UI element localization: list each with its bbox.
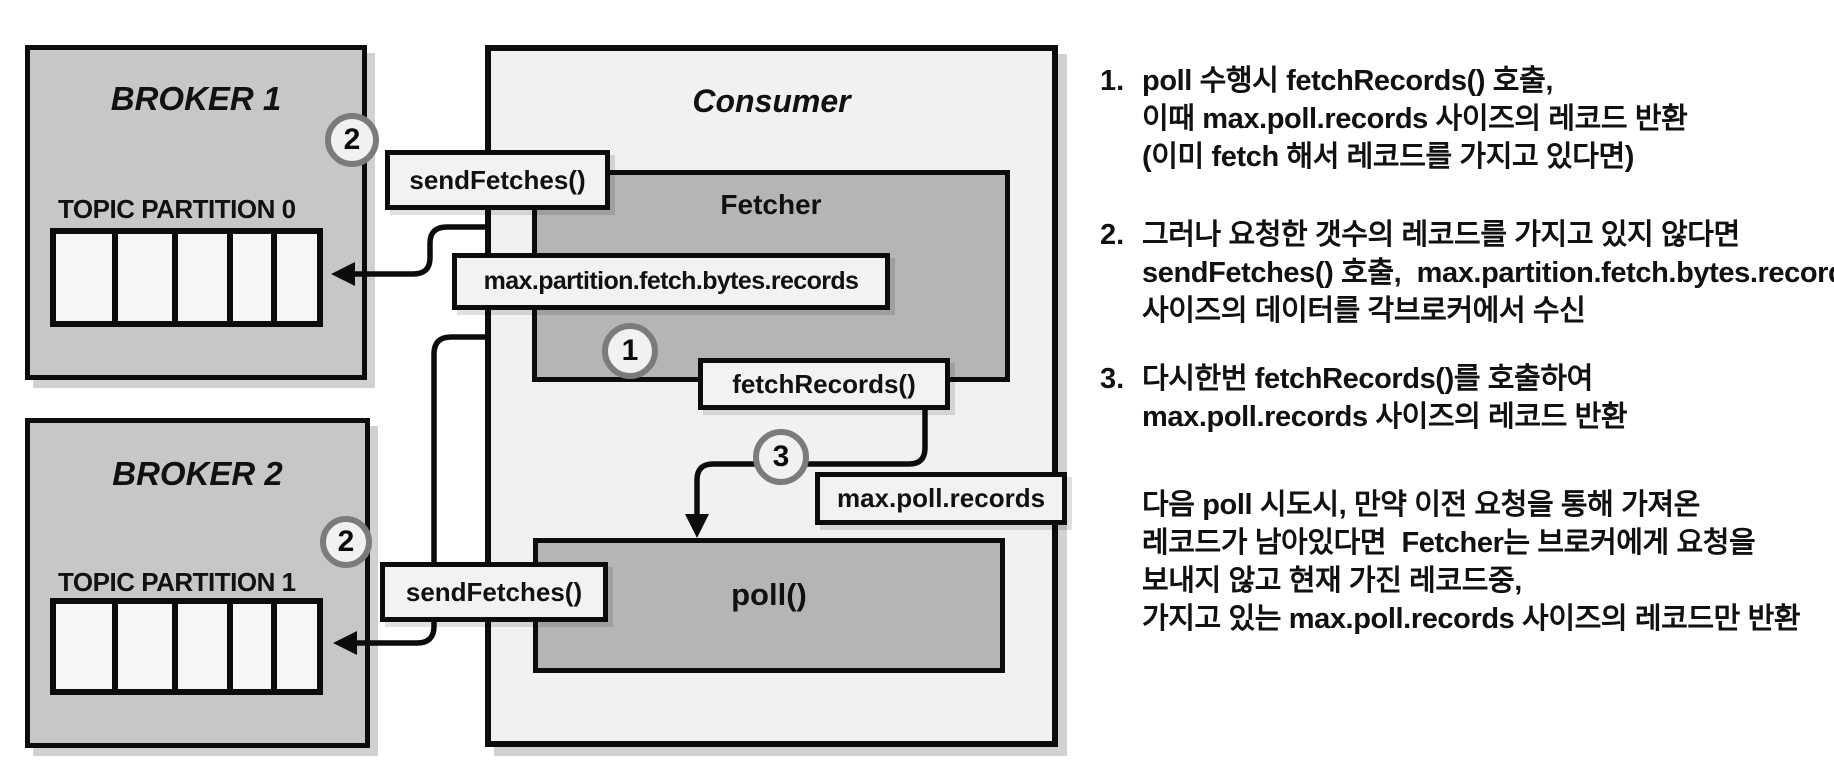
note-line: sendFetches() 호출, max.partition.fetch.by…	[1142, 257, 1834, 289]
partition-cell	[118, 234, 173, 321]
fetcher-label: Fetcher	[720, 189, 822, 220]
note-line: poll 수행시 fetchRecords() 호출,	[1142, 65, 1554, 97]
partition-cell	[277, 234, 317, 321]
partition-cell	[56, 234, 113, 321]
partition-cell	[56, 604, 113, 689]
annotation-notes: 1. poll 수행시 fetchRecords() 호출, 이때 max.po…	[1100, 62, 1834, 638]
step2-badge-broker2: 2	[320, 516, 372, 568]
fetchrecords-tag: fetchRecords()	[698, 358, 950, 410]
broker2-box: BROKER 2 TOPIC PARTITION 1	[25, 418, 370, 748]
partition-cell	[118, 604, 173, 689]
note-item-3: 3. 다시한번 fetchRecords()를 호출하여 max.poll.re…	[1100, 360, 1824, 436]
broker1-partition-row	[50, 228, 323, 327]
note-line: 다시한번 fetchRecords()를 호출하여	[1142, 363, 1593, 395]
step1-badge: 1	[602, 323, 658, 379]
max-partition-fetch-tag: max.partition.fetch.bytes.records	[452, 253, 890, 310]
broker2-title: BROKER 2	[112, 455, 283, 492]
partition-cell	[232, 604, 272, 689]
note-number: 1.	[1100, 65, 1125, 97]
broker2-partition-row	[50, 598, 323, 695]
note-number: 3.	[1100, 363, 1125, 395]
note-line: max.poll.records 사이즈의 레코드 반환	[1142, 401, 1628, 433]
step3-badge: 3	[753, 429, 809, 485]
note-number	[1100, 486, 1142, 638]
note-line: (이미 fetch 해서 레코드를 가지고 있다면)	[1142, 141, 1635, 173]
note-line: 그러나 요청한 갯수의 레코드를 가지고 있지 않다면	[1142, 219, 1740, 251]
partition-cell	[178, 234, 227, 321]
sendfetches-top-tag: sendFetches()	[385, 150, 610, 210]
consumer-title: Consumer	[692, 83, 851, 119]
partition-cell	[178, 604, 227, 689]
step2-badge-broker1: 2	[325, 113, 379, 167]
broker1-box: BROKER 1 TOPIC PARTITION 0	[25, 45, 367, 380]
note-line: 보내지 않고 현재 가진 레코드중,	[1142, 565, 1522, 597]
broker1-partition-label: TOPIC PARTITION 0	[58, 194, 296, 224]
note-item-2: 2. 그러나 요청한 갯수의 레코드를 가지고 있지 않다면 sendFetch…	[1100, 216, 1834, 330]
note-item-4: 다음 poll 시도시, 만약 이전 요청을 통해 가져온 레코드가 남아있다면…	[1100, 486, 1824, 638]
sendfetches-bottom-tag: sendFetches()	[380, 562, 608, 622]
note-line: 레코드가 남아있다면 Fetcher는 브로커에게 요청을	[1142, 527, 1756, 559]
note-line: 사이즈의 데이터를 각브로커에서 수신	[1142, 295, 1586, 327]
broker2-partition-label: TOPIC PARTITION 1	[58, 567, 296, 597]
note-item-1: 1. poll 수행시 fetchRecords() 호출, 이때 max.po…	[1100, 62, 1824, 176]
note-number: 2.	[1100, 219, 1125, 251]
partition-cell	[277, 604, 317, 689]
broker1-title: BROKER 1	[110, 80, 282, 117]
note-line: 다음 poll 시도시, 만약 이전 요청을 통해 가져온	[1142, 489, 1700, 521]
poll-box: poll()	[533, 538, 1005, 673]
max-poll-records-tag: max.poll.records	[815, 472, 1067, 525]
note-line: 가지고 있는 max.poll.records 사이즈의 레코드만 반환	[1142, 603, 1801, 635]
note-line: 이때 max.poll.records 사이즈의 레코드 반환	[1142, 103, 1688, 135]
partition-cell	[232, 234, 272, 321]
poll-label: poll()	[731, 577, 807, 612]
